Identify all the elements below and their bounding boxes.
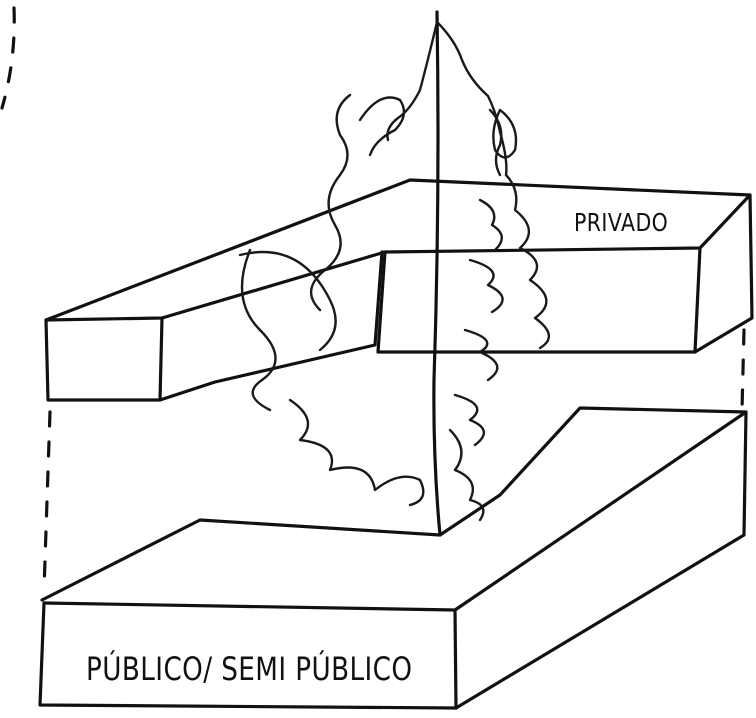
private-volume-right-end <box>693 193 754 354</box>
tree-sketch <box>238 20 550 522</box>
private-volume-top-face <box>44 178 752 322</box>
private-volume-left-front <box>44 316 164 402</box>
tree-lower-scribble-right <box>448 428 485 522</box>
dashed-arc <box>0 6 16 110</box>
tree-branch-swoop <box>238 250 337 352</box>
tree-canopy-outline-left <box>386 20 439 142</box>
private-volume-left-side <box>158 250 384 402</box>
tree-canopy-outline <box>435 20 550 350</box>
private-volume-right-front <box>376 246 702 354</box>
public-volume-top-face <box>40 406 748 612</box>
tree-branch-curve <box>240 248 277 412</box>
tree-leaf-cluster-left <box>310 93 352 312</box>
public-volume <box>38 406 748 710</box>
public-volume-side-face <box>454 410 748 710</box>
label-privado: PRIVADO <box>574 208 669 237</box>
tree-mid-curl <box>358 96 406 157</box>
projection-line-right <box>740 328 746 412</box>
private-volume <box>44 178 754 402</box>
vertical-axis-line <box>432 10 442 537</box>
projection-line-left <box>42 410 52 592</box>
tree-inner-leaf <box>492 108 518 159</box>
tree-leaf-cluster-right <box>453 108 504 447</box>
label-publico-semi-publico: PÚBLICO/ SEMI PÚBLICO <box>86 650 413 688</box>
tree-lower-scribble <box>288 398 425 507</box>
public-volume-front-face <box>38 601 458 710</box>
